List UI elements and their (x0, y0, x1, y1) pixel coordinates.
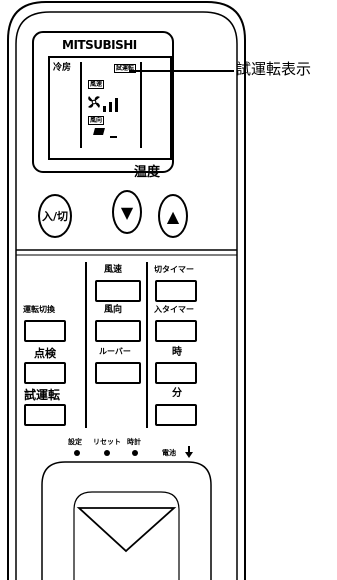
mode-select-label: 運転切換 (23, 305, 55, 314)
vane-label: 風向 (104, 305, 123, 315)
test-run-button[interactable] (24, 404, 66, 426)
callout-line (129, 70, 234, 72)
minute-button[interactable] (155, 404, 197, 426)
vane-indicator: 風向 (88, 116, 104, 125)
callout-test-run-display: 試運転表示 (236, 60, 312, 78)
fan-icon (88, 96, 100, 108)
fan-speed-button[interactable] (95, 280, 141, 302)
on-timer-button[interactable] (155, 320, 197, 342)
brand-logo: MITSUBISHI (62, 38, 137, 52)
fan-speed-label: 風速 (104, 265, 123, 275)
panel-divider (85, 262, 87, 428)
power-button[interactable]: 入/切 (38, 194, 72, 238)
check-label: 点検 (34, 347, 56, 360)
vane-button[interactable] (95, 320, 141, 342)
test-run-indicator: 試運転 (114, 64, 136, 73)
vane-position-dash (110, 136, 117, 138)
minute-label: 分 (172, 388, 182, 399)
up-arrow-icon: ▲ (166, 206, 180, 226)
hour-label: 時 (172, 347, 182, 358)
down-arrow-icon: ▼ (120, 202, 134, 222)
mode-indicator: 冷房 (53, 63, 72, 73)
set-label: 設定 (68, 438, 82, 446)
vane-position-icon (93, 128, 105, 135)
cover-release-triangle-icon (76, 507, 177, 553)
temperature-label: 温度 (134, 165, 161, 180)
mode-select-button[interactable] (24, 320, 66, 342)
off-timer-label: 切タイマー (154, 265, 194, 274)
on-timer-label: 入タイマー (154, 305, 194, 314)
hour-button[interactable] (155, 362, 197, 384)
louver-label: ルーバー (99, 347, 131, 356)
lcd-divider (80, 62, 82, 148)
battery-arrow-icon (185, 446, 193, 458)
clock-pinhole-button[interactable] (132, 450, 138, 456)
reset-pinhole-button[interactable] (104, 450, 110, 456)
panel-divider (146, 262, 148, 428)
temp-down-button[interactable]: ▼ (112, 190, 142, 234)
test-run-label: 試運転 (24, 388, 61, 402)
temp-up-button[interactable]: ▲ (158, 194, 188, 238)
set-pinhole-button[interactable] (74, 450, 80, 456)
fan-level-bars-icon (103, 98, 118, 112)
reset-label: リセット (93, 438, 121, 446)
power-button-label: 入/切 (41, 210, 69, 223)
fan-speed-indicator: 風速 (88, 80, 104, 89)
battery-label: 電池 (162, 449, 176, 457)
clock-label: 時計 (127, 438, 141, 446)
check-button[interactable] (24, 362, 66, 384)
louver-button[interactable] (95, 362, 141, 384)
off-timer-button[interactable] (155, 280, 197, 302)
lcd-divider (140, 62, 142, 148)
